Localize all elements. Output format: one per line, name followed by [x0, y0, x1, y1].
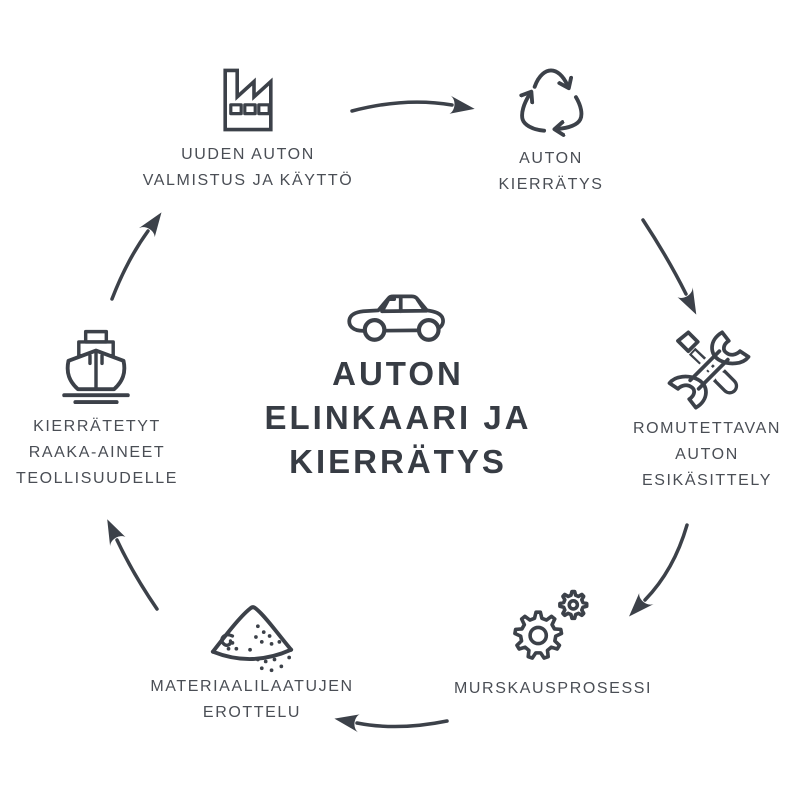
arrow-recycling-to-pretreatment	[641, 218, 697, 315]
factory-icon	[223, 68, 273, 132]
tools-icon	[667, 330, 751, 410]
node-label: UUDEN AUTON VALMISTUS JA KÄYTTÖ	[142, 146, 354, 189]
node-label: MATERIAALILAATUJEN EROTTELU	[150, 678, 354, 721]
node-label: ROMUTETTAVAN AUTON ESIKÄSITTELY	[632, 420, 782, 489]
arrow-raw-materials-to-manufacture	[110, 212, 162, 301]
node-label: MURSKAUSPROSESSI	[453, 680, 653, 697]
material-pile-icon	[210, 605, 294, 673]
gears-icon	[513, 589, 589, 660]
node-label: AUTON KIERRÄTYS	[498, 150, 604, 193]
diagram-title: AUTON ELINKAARI JA KIERRÄTYS	[264, 355, 532, 480]
arrow-pretreatment-to-crushing	[629, 523, 689, 617]
node-label: KIERRÄTETYT RAAKA-AINEET TEOLLISUUDELLE	[15, 418, 178, 487]
ship-icon	[62, 329, 130, 405]
recycle-icon	[508, 68, 584, 147]
car-icon	[347, 294, 445, 342]
arrow-manufacture-to-recycling	[350, 95, 475, 114]
arrow-separation-to-raw-materials	[107, 519, 159, 611]
